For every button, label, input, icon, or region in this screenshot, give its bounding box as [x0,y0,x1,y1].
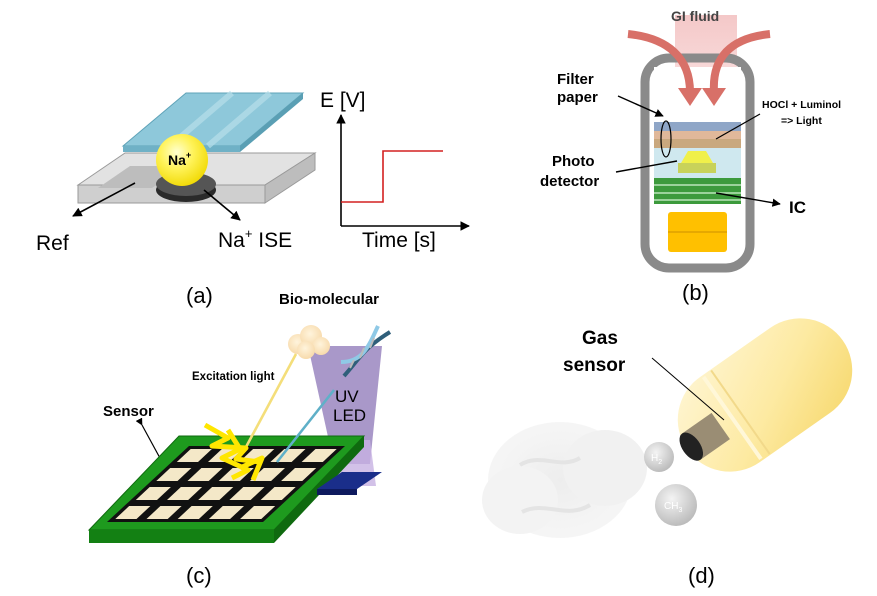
uv-led-chip-front [317,489,357,495]
sensor-pixel [177,506,213,519]
caption-b: (b) [682,280,709,305]
gi-arrow-right [709,30,771,93]
sensor-label: Sensor [103,403,154,420]
gi-arrowhead-left [678,88,702,106]
sensor-pixel [167,487,203,500]
na-ion-sphere [156,134,208,186]
step-plot: E [V] Time [s] [320,89,470,252]
x-axis-label: Time [s] [362,229,436,252]
na-ion-label: Na+ [168,150,191,168]
caption-a: (a) [186,283,213,308]
sensor-pixel [198,487,234,500]
ref-label: Ref [36,232,69,255]
uv-led-chip [317,472,382,489]
pcb-board-front [89,530,274,543]
reaction-label: HOCl + Luminol=> Light [762,99,841,127]
ise-arrow [203,189,241,221]
panel-a: Na+ Ref Na+ ISE E [V] Time [s] (a) [36,89,470,308]
battery-gap [654,204,741,212]
sensor-pixel [115,506,151,519]
ise-membrane-stripe [206,90,272,149]
gas-sensor-face [679,432,704,461]
capsule-seam [710,369,771,455]
sensor-pixel [176,449,212,462]
capsule-shell [640,53,755,273]
uv-beam [308,346,382,464]
sensor-pixel [208,506,244,519]
ch3-bubble [655,484,697,526]
sensor-pixel [301,449,337,462]
step-response-line [341,150,443,203]
photo-detector-arrow [615,160,678,173]
capsule-inner-top [654,67,741,123]
reaction-layer-2 [654,139,741,148]
reaction-arrow [715,113,761,140]
gi-arrowhead-right [702,88,726,106]
bio-cloud-icon [288,325,330,359]
ise-membrane-side [240,93,303,152]
ch3-label: CH3 [664,501,682,514]
sensor-pixel [187,468,223,481]
caption-d: (d) [688,563,715,588]
h2-label: H2 [651,453,662,466]
photo-detector-chip [681,151,713,163]
ic-label: IC [789,198,806,217]
excitation-light-label: Excitation light [192,371,275,383]
filter-paper-layer [654,122,741,131]
photo-detector-base [678,163,716,173]
sensor-pixel [281,468,317,481]
y-axis-label: E [V] [320,89,366,112]
ref-arrow [72,182,136,217]
gi-fluid-label: GI fluid [671,8,719,24]
gi-arrow-left [627,30,694,93]
gas-cloud [482,422,647,538]
emission-lightning-icon [203,422,265,481]
sensor-pixel [156,468,192,481]
biomolecular-label: Bio-molecular [279,291,379,308]
filter-paper-highlight [660,120,672,158]
caption-c: (c) [186,563,212,588]
filter-paper-arrow [617,95,664,117]
sensor-pixel [240,506,276,519]
sensor-array-bg [107,446,345,522]
sensor-pixel [249,468,285,481]
sensor-pixel [146,506,182,519]
ic-arrow [715,192,781,207]
sensor-pixel [229,487,265,500]
capsule-body [677,318,853,472]
uv-probe-beam [275,389,336,463]
h2-bubble [644,442,674,472]
capsule-seam [701,375,763,461]
gas-sensor-pointer [651,357,725,421]
sensor-pixel [260,487,296,500]
substrate-side [264,152,316,204]
ise-label: Na+ ISE [218,226,292,252]
sensor-pixel [135,487,171,500]
reaction-layer-1 [654,131,741,139]
dna-helix-icon [340,325,392,378]
excitation-beam [244,353,298,448]
gas-capsule [677,318,853,472]
